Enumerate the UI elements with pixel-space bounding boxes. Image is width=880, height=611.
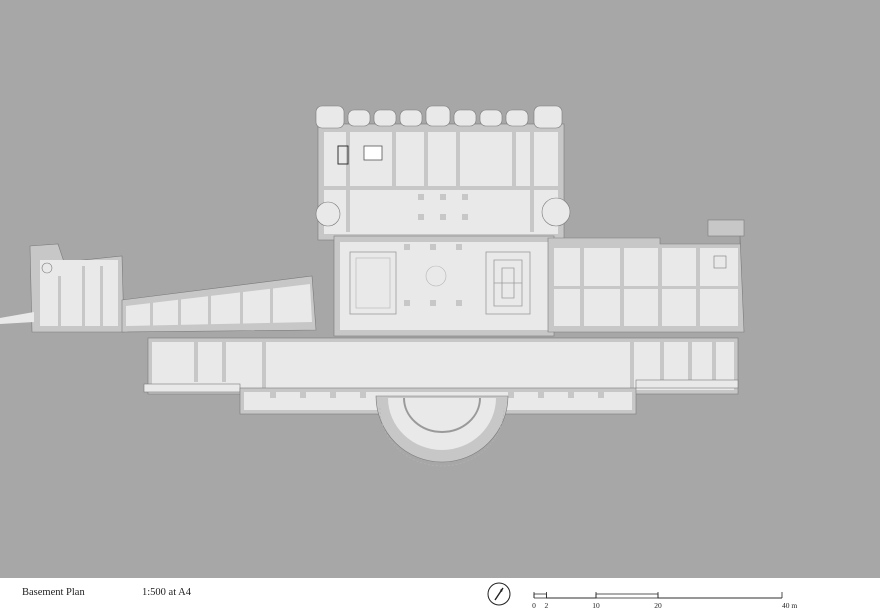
scale-bar-tick-label: 40 m	[782, 601, 797, 610]
central-block	[333, 235, 555, 337]
south-rotunda	[375, 395, 509, 467]
south-range	[143, 337, 739, 395]
west-annex	[0, 243, 125, 333]
west-corridor	[121, 275, 317, 333]
basement-floor-plan	[0, 105, 745, 467]
plan-scale-note: 1:500 at A4	[142, 587, 191, 598]
scale-bar-tick-label: 20	[654, 601, 662, 610]
scale-bar-marks	[533, 592, 783, 599]
scale-bar-tick-label: 2	[545, 601, 549, 610]
north-arrow-icon	[487, 582, 511, 606]
scale-bar-tick-label: 0	[532, 601, 536, 610]
north-block	[315, 105, 571, 241]
east-block	[547, 219, 745, 333]
plan-title: Basement Plan	[22, 587, 85, 598]
plan-area	[0, 0, 880, 578]
scale-bar-tick-label: 10	[592, 601, 600, 610]
